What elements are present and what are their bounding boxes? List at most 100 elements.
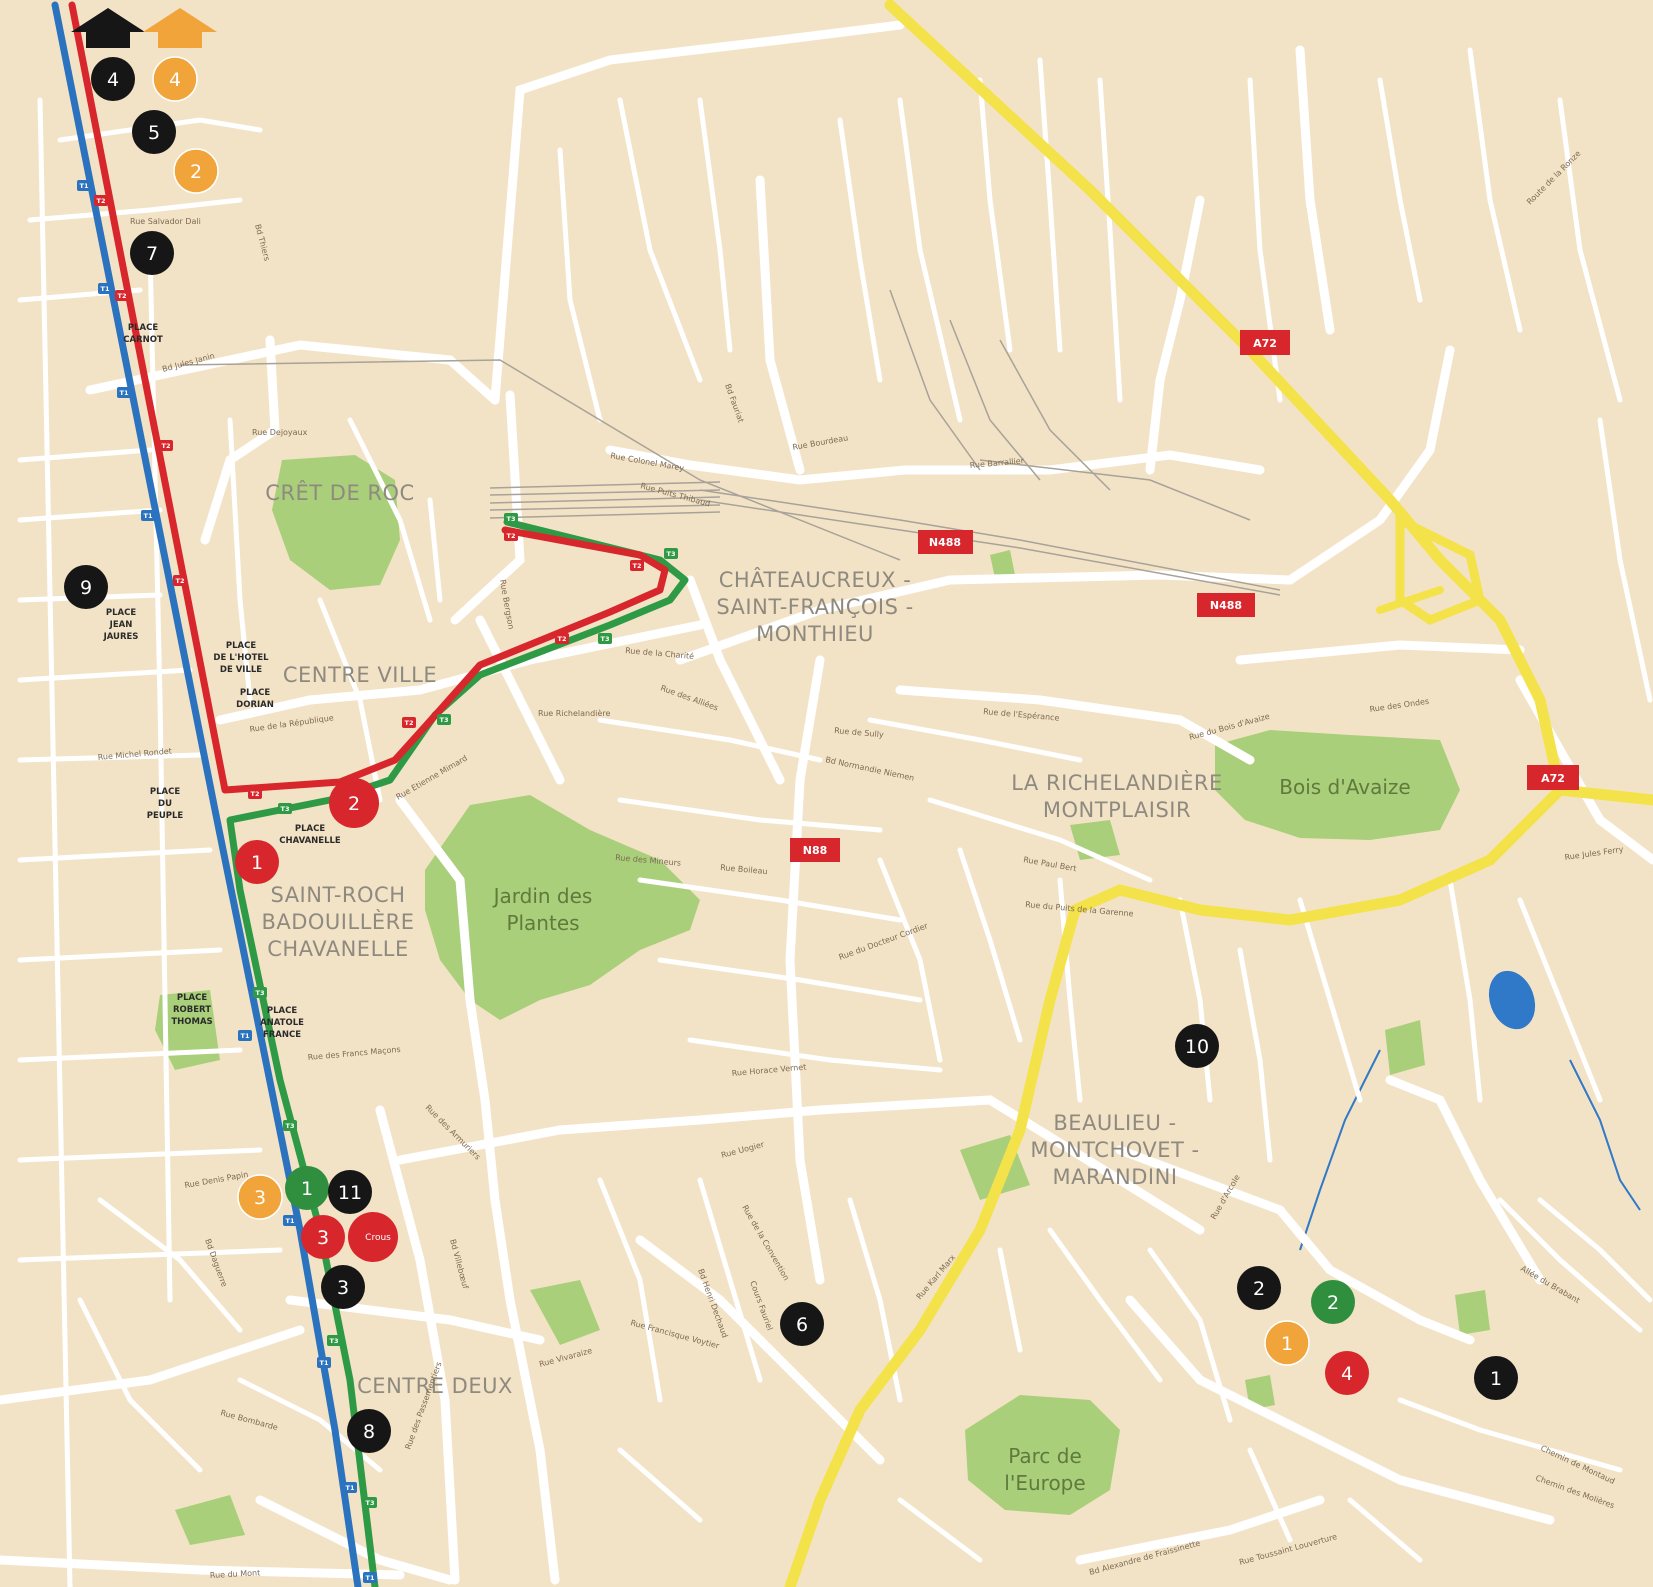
marker-orange-2[interactable]: 2	[173, 148, 219, 194]
park-label-bois-d-avaize: Bois d'Avaize	[1279, 775, 1410, 799]
park-label-europe-line1: Parc de	[1008, 1444, 1082, 1468]
t1-stop: T1	[317, 1357, 331, 1368]
marker-black-6[interactable]: 6	[780, 1302, 824, 1346]
park-small-1	[990, 550, 1015, 578]
arrow-up-icon	[71, 8, 145, 48]
svg-text:2: 2	[348, 793, 360, 815]
place-chavanelle-line2: CHAVANELLE	[279, 836, 341, 846]
marker-orange-1[interactable]: 1	[1264, 1320, 1310, 1366]
park-jardin-des-plantes	[425, 795, 700, 1020]
district-beaulieu-line3: MARANDINI	[1052, 1165, 1177, 1189]
svg-text:6: 6	[796, 1314, 808, 1336]
svg-text:T3: T3	[366, 1499, 375, 1507]
svg-text:A72: A72	[1541, 772, 1565, 785]
t2-stop: T2	[630, 560, 644, 571]
place-du-peuple-line1: PLACE	[150, 787, 180, 797]
road-badges: A72 N488 N488 N88 A72	[790, 330, 1579, 862]
motorway-east	[1554, 784, 1653, 806]
svg-text:2: 2	[1327, 1292, 1339, 1314]
marker-black-10[interactable]: 10	[1175, 1024, 1219, 1068]
marker-black-9[interactable]: 9	[64, 565, 108, 609]
place-dorian-line2: DORIAN	[236, 700, 274, 710]
marker-black-4[interactable]: 4	[91, 57, 135, 101]
marker-green-2[interactable]: 2	[1311, 1280, 1355, 1324]
marker-orange-3[interactable]: 3	[237, 1174, 283, 1220]
svg-text:1: 1	[251, 852, 263, 874]
road-badge-a72-north: A72	[1240, 330, 1290, 355]
district-beaulieu-line2: MONTCHOVET -	[1030, 1138, 1199, 1162]
marker-black-5[interactable]: 5	[132, 110, 176, 154]
svg-text:4: 4	[169, 69, 181, 91]
marker-red-3[interactable]: 3	[301, 1215, 345, 1259]
svg-text:T1: T1	[101, 285, 110, 293]
svg-text:N488: N488	[1210, 599, 1242, 612]
svg-text:T2: T2	[176, 577, 185, 585]
svg-text:T3: T3	[601, 635, 610, 643]
t2-stop: T2	[94, 195, 108, 206]
road-badge-n488-west: N488	[918, 530, 973, 554]
t1-stop: T1	[141, 510, 155, 521]
svg-text:3: 3	[337, 1277, 349, 1299]
place-dorian-line1: PLACE	[240, 688, 270, 698]
marker-red-4[interactable]: 4	[1325, 1351, 1369, 1395]
svg-text:2: 2	[1253, 1278, 1265, 1300]
t2-stop: T2	[115, 290, 129, 301]
marker-black-11[interactable]: 11	[328, 1170, 372, 1214]
district-richelandiere-line1: LA RICHELANDIÈRE	[1011, 770, 1222, 795]
place-du-peuple-line2: DU	[158, 799, 172, 809]
svg-text:T2: T2	[97, 197, 106, 205]
svg-text:8: 8	[363, 1421, 375, 1443]
marker-red-crous[interactable]: Crous	[348, 1212, 398, 1262]
svg-text:T3: T3	[507, 515, 516, 523]
tram-line-t2	[68, 1, 669, 794]
svg-text:T3: T3	[667, 550, 676, 558]
place-robert-thomas-line3: THOMAS	[171, 1017, 212, 1027]
marker-black-8[interactable]: 8	[347, 1409, 391, 1453]
svg-text:T1: T1	[346, 1484, 355, 1492]
svg-text:T2: T2	[162, 442, 171, 450]
stream-2	[1569, 1059, 1641, 1211]
marker-black-1[interactable]: 1	[1474, 1356, 1518, 1400]
park-bois-d-avaize	[1215, 730, 1460, 840]
svg-text:T3: T3	[440, 716, 449, 724]
marker-black-2[interactable]: 2	[1237, 1266, 1281, 1310]
svg-text:N88: N88	[803, 844, 828, 857]
marker-red-2[interactable]: 2	[329, 778, 379, 828]
svg-text:1: 1	[1281, 1333, 1293, 1355]
marker-black-3[interactable]: 3	[321, 1265, 365, 1309]
markers: 4 4 5 2 7 9 2 1 3 1 11 3 Crous 3 8 6 10 …	[64, 56, 1518, 1453]
t2-stop: T2	[248, 788, 262, 799]
t3-stop: T3	[598, 633, 612, 644]
t1-stop: T1	[98, 283, 112, 294]
motorway-south-curve	[784, 784, 1566, 1587]
place-du-peuple-line3: PEUPLE	[147, 811, 184, 821]
t1-stop: T1	[117, 387, 131, 398]
marker-green-1[interactable]: 1	[285, 1166, 329, 1210]
t2-stop: T2	[159, 440, 173, 451]
svg-text:10: 10	[1185, 1036, 1209, 1058]
svg-text:7: 7	[146, 243, 158, 265]
svg-text:T3: T3	[256, 989, 265, 997]
lake	[1488, 970, 1536, 1030]
t1-stop: T1	[363, 1572, 377, 1583]
marker-black-7[interactable]: 7	[130, 231, 174, 275]
svg-text:Crous: Crous	[365, 1233, 391, 1243]
t3-stop: T3	[253, 987, 267, 998]
marker-red-1[interactable]: 1	[235, 840, 279, 884]
place-robert-thomas-line2: ROBERT	[173, 1005, 211, 1015]
arrow-up-icon	[143, 8, 217, 48]
svg-text:1: 1	[1490, 1368, 1502, 1390]
svg-text:T3: T3	[286, 1122, 295, 1130]
svg-text:3: 3	[254, 1187, 266, 1209]
tram-line-t1	[51, 1, 362, 1587]
district-centre-ville: CENTRE VILLE	[283, 663, 437, 687]
park-small-5	[1455, 1290, 1490, 1335]
svg-text:T1: T1	[120, 389, 129, 397]
t1-stop: T1	[283, 1215, 297, 1226]
marker-orange-4[interactable]: 4	[152, 56, 198, 102]
t3-stop: T3	[664, 548, 678, 559]
district-saint-roch-line3: CHAVANELLE	[267, 937, 409, 961]
park-labels: Jardin des Plantes Bois d'Avaize Parc de…	[492, 775, 1411, 1495]
t1-stop: T1	[238, 1030, 252, 1041]
